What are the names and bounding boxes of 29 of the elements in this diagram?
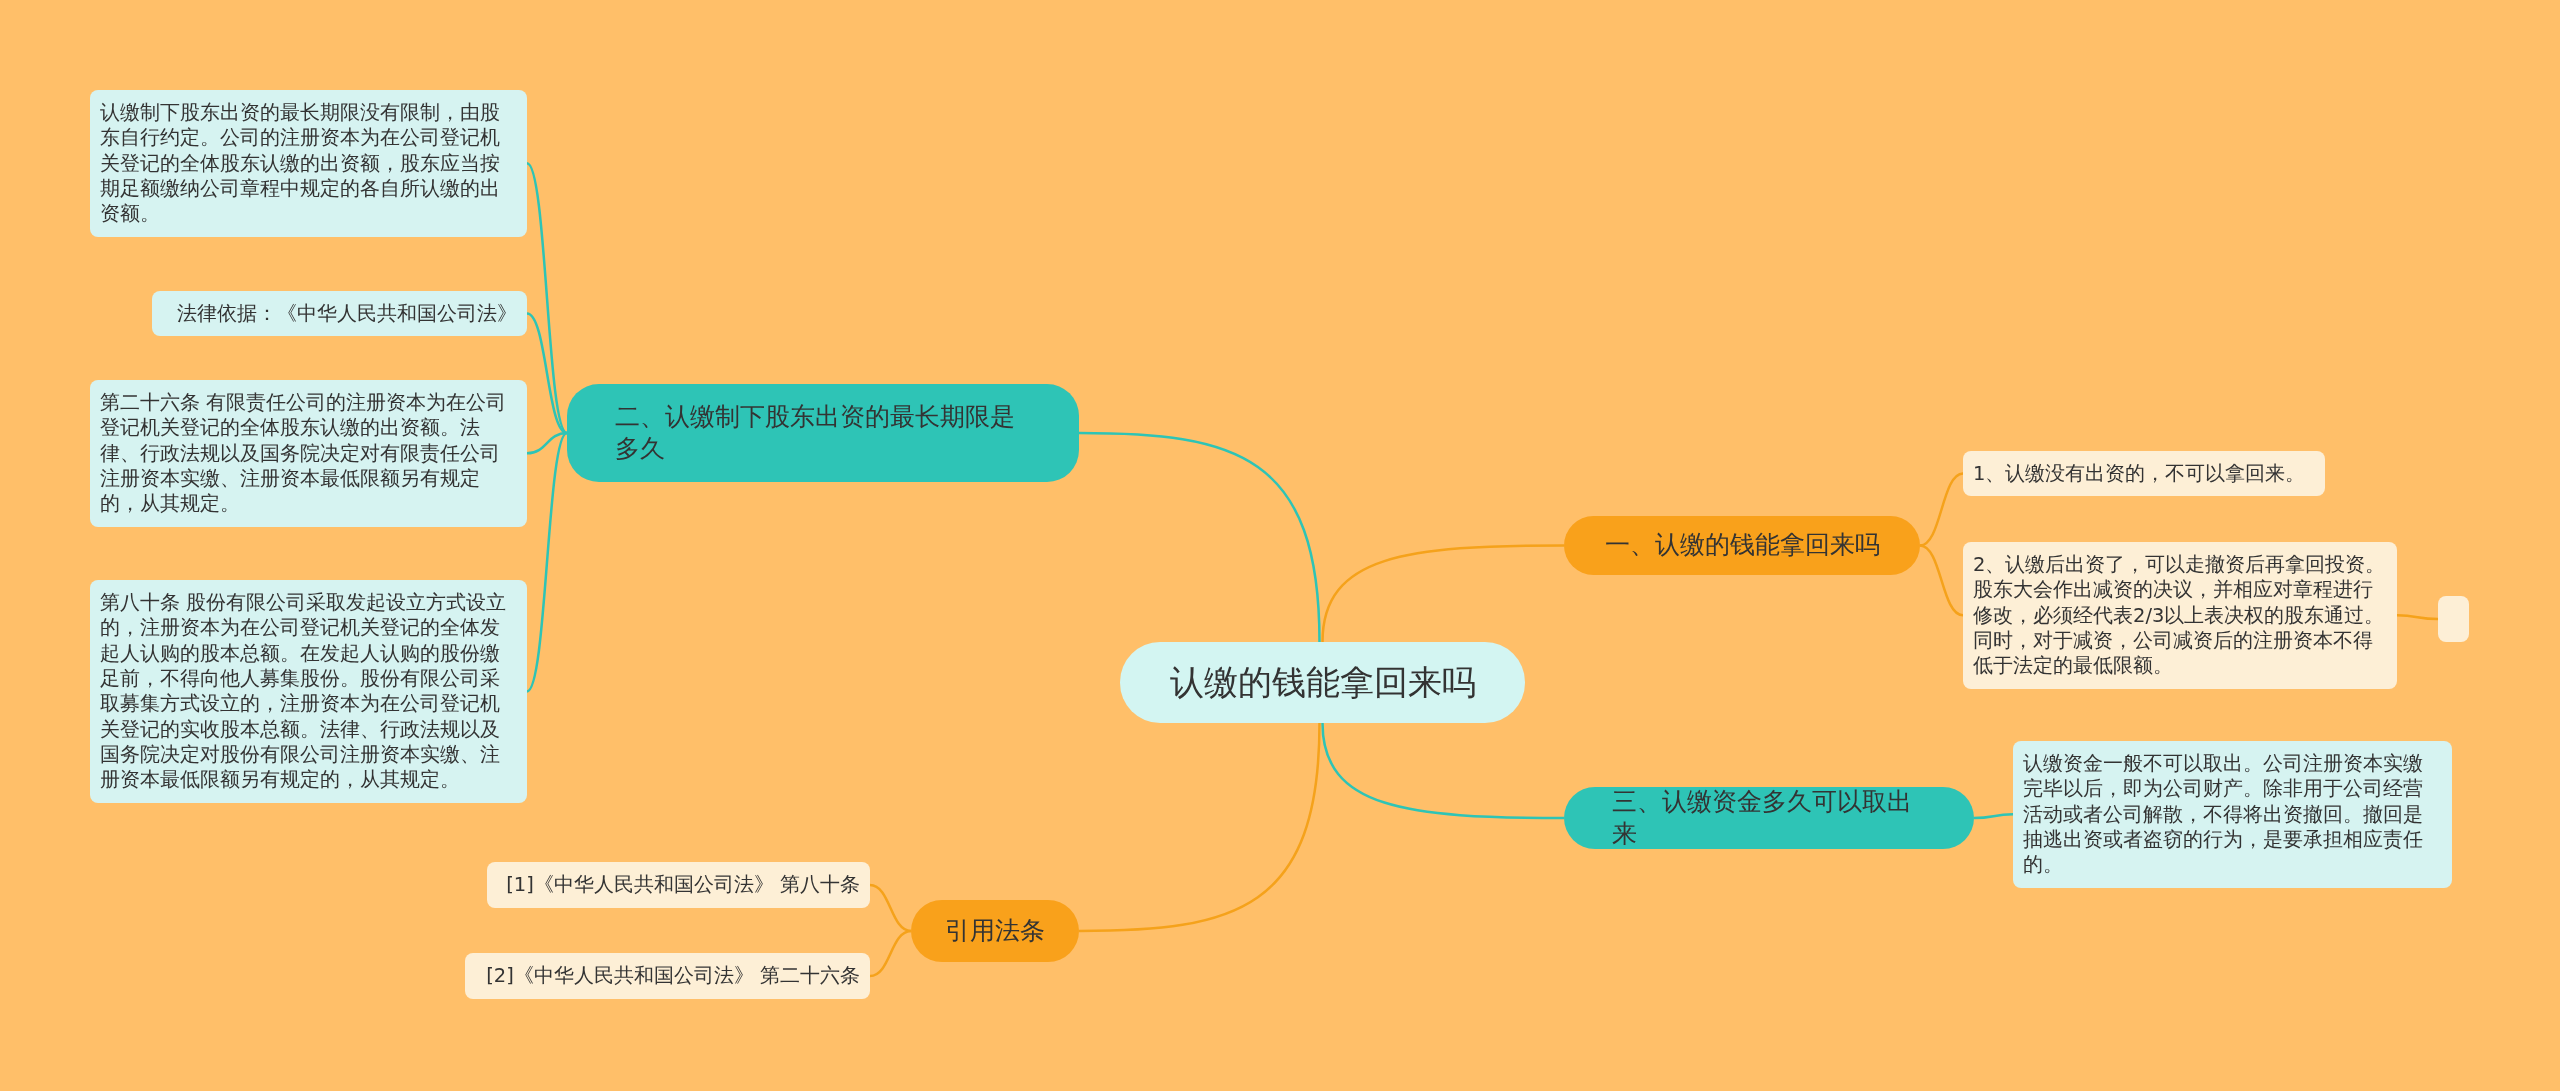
connector [869, 883, 912, 933]
note-box: 2、认缴后出资了，可以走撤资后再拿回投资。股东大会作出减资的决议，并相应对章程进行修改，必须经代表2/3以上表决权的股东通过。同时，对于减资，公司减资后的注册资本不得低于法定的最低限额。 [1963, 542, 2397, 689]
empty-box [2438, 596, 2469, 642]
note-box: 1、认缴没有出资的，不可以拿回来。 [1963, 451, 2325, 496]
note-box: [2]《中华人民共和国公司法》 第二十六条 [465, 953, 870, 999]
note-box: [1]《中华人民共和国公司法》 第八十条 [487, 862, 870, 908]
connector [526, 431, 568, 455]
note-box: 法律依据：《中华人民共和国公司法》 [152, 291, 527, 336]
note-box: 第八十条 股份有限公司采取发起设立方式设立的，注册资本为在公司登记机关登记的全体发起人认购的股本总额。在发起人认购的股份缴足前，不得向他人募集股份。股份有限公司采取募集方式设立的，注册资本为在公司登记机关登记的实收股本总额。法律、行政法规以及国务院决定对股份有限公司注册资本实缴、注册资本最低限额另有规定的，从其规定。 [90, 580, 527, 803]
connector [1321, 722, 1564, 820]
branch-topic-box: 一、认缴的钱能拿回来吗 [1564, 516, 1920, 575]
connector [1079, 431, 1321, 643]
connector [869, 929, 912, 978]
connector [1079, 722, 1321, 933]
note-box: 认缴资金一般不可以取出。公司注册资本实缴完毕以后，即为公司财产。除非用于公司经营活动或者公司解散，不得将出资撤回。撤回是抽逃出资或者盗窃的行为，是要承担相应责任的。 [2013, 741, 2452, 888]
connector [2397, 614, 2438, 621]
connector [1919, 472, 1964, 547]
root-topic-box: 认缴的钱能拿回来吗 [1120, 642, 1525, 723]
connector [1919, 544, 1964, 617]
connector [526, 312, 568, 435]
note-box: 认缴制下股东出资的最长期限没有限制，由股东自行约定。公司的注册资本为在公司登记机关登记的全体股东认缴的出资额，股东应当按期足额缴纳公司章程中规定的各自所认缴的出资额。 [90, 90, 527, 237]
branch-topic-box: 引用法条 [911, 900, 1079, 962]
connector [526, 432, 568, 693]
connector [1321, 544, 1564, 643]
connector [1974, 813, 2013, 820]
branch-topic-box: 三、认缴资金多久可以取出来 [1564, 787, 1974, 849]
branch-topic-box: 二、认缴制下股东出资的最长期限是多久 [567, 384, 1079, 482]
connector [526, 162, 568, 434]
note-box: 第二十六条 有限责任公司的注册资本为在公司登记机关登记的全体股东认缴的出资额。法律、行政法规以及国务院决定对有限责任公司注册资本实缴、注册资本最低限额另有规定的，从其规定。 [90, 380, 527, 527]
